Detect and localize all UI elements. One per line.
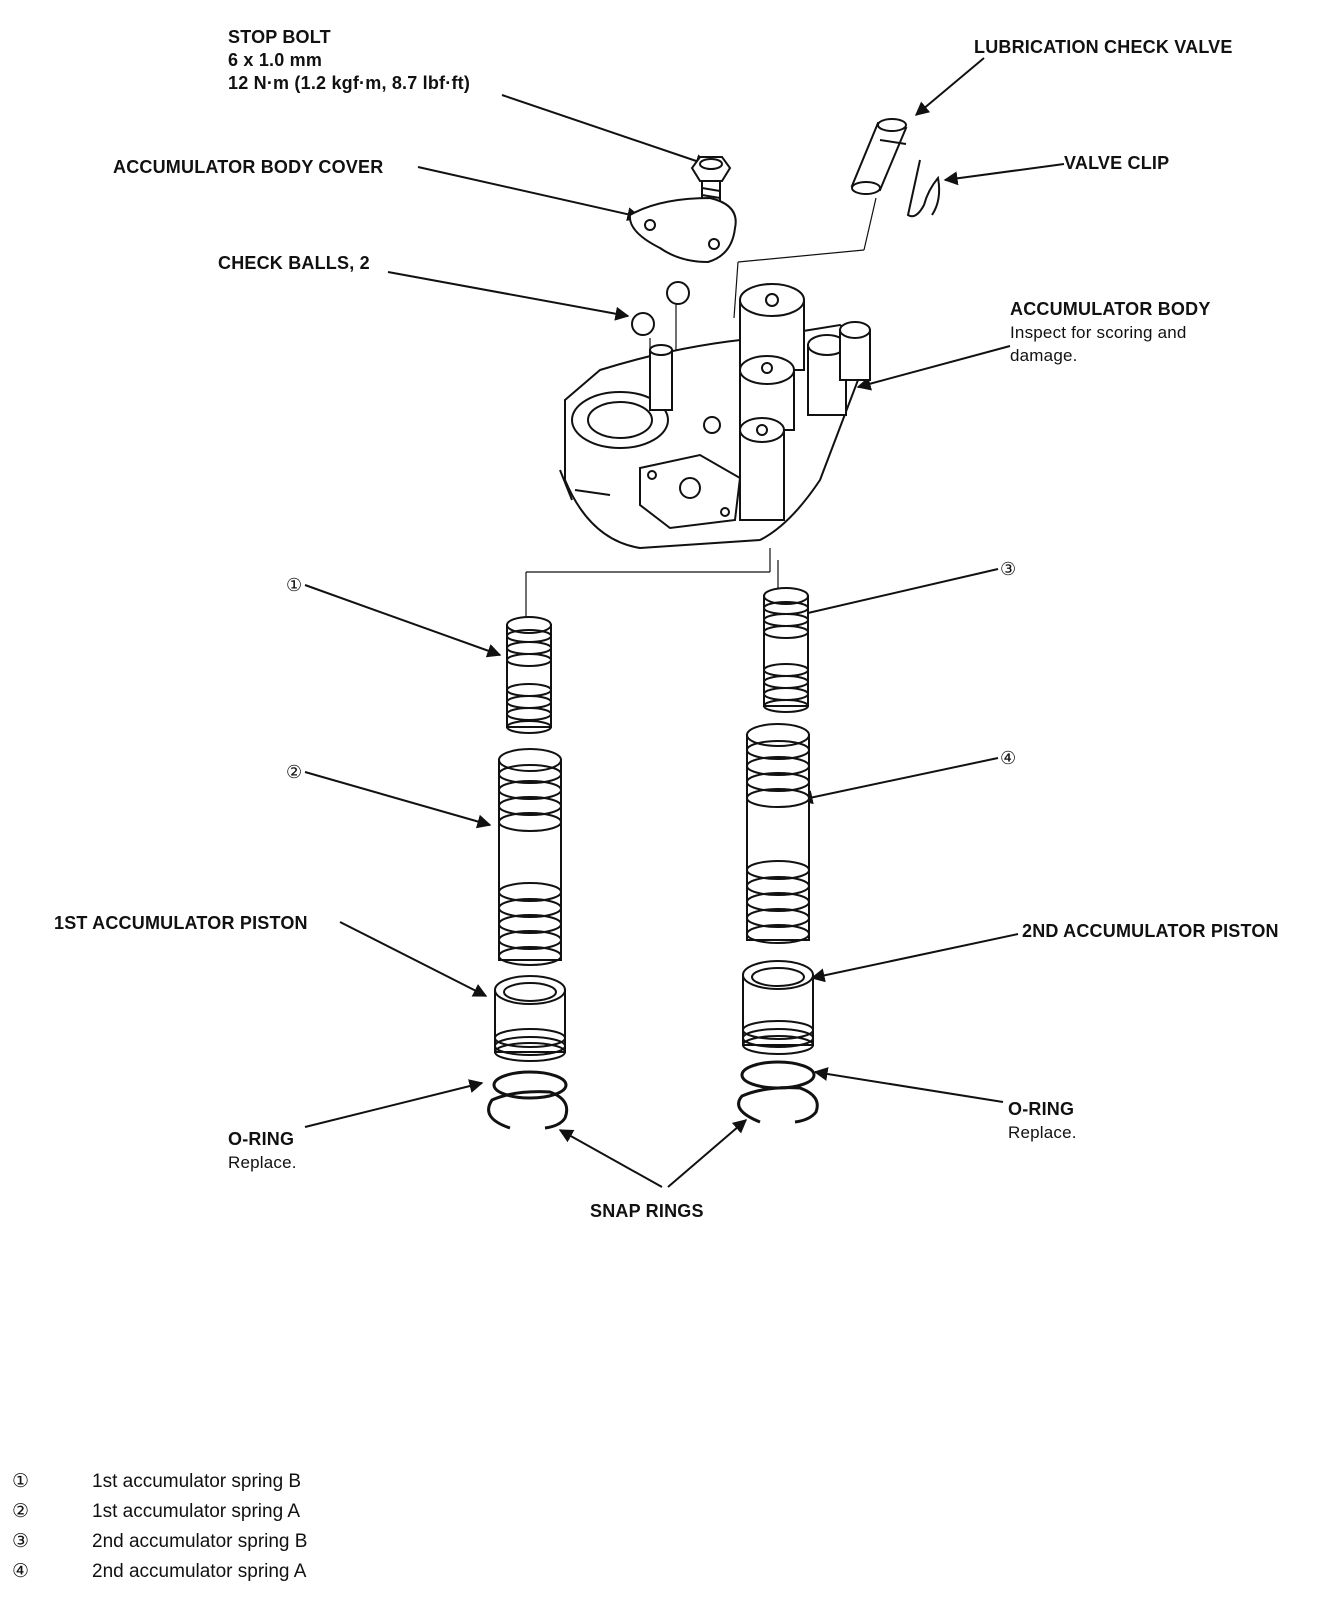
callout-2: ②: [286, 762, 303, 782]
legend-number: ③: [12, 1531, 30, 1552]
legend-item: ① 1st accumulator spring B: [12, 1467, 307, 1497]
second-accumulator-piston: [742, 960, 814, 1055]
snap-ring-right: [737, 1086, 819, 1124]
stop-bolt-label: STOP BOLT 6 x 1.0 mm 12 N·m (1.2 kgf·m, …: [228, 26, 470, 95]
legend-number: ①: [12, 1471, 30, 1492]
accumulator-body-cover: [628, 196, 737, 264]
accumulator-body: [559, 283, 871, 550]
legend-item: ④ 2nd accumulator spring A: [12, 1557, 307, 1587]
o-ring-left-label: O-RING Replace.: [228, 1128, 297, 1174]
o-ring-left-title: O-RING: [228, 1129, 295, 1149]
o-ring-left: [492, 1070, 568, 1100]
valve-clip-label: VALVE CLIP: [1064, 153, 1170, 173]
spring-1st-a: [498, 748, 562, 966]
o-ring-right-title: O-RING: [1008, 1099, 1075, 1119]
snap-rings-label: SNAP RINGS: [590, 1201, 704, 1221]
second-piston-label: 2ND ACCUMULATOR PISTON: [1022, 921, 1279, 941]
legend-text: 1st accumulator spring A: [92, 1501, 301, 1522]
lubrication-check-valve: [850, 118, 908, 195]
o-ring-right: [740, 1060, 816, 1090]
spring-1st-b: [506, 616, 552, 734]
legend-item: ③ 2nd accumulator spring B: [12, 1527, 307, 1557]
spring-2nd-a: [746, 723, 810, 944]
leader-lines: [304, 57, 1065, 1188]
o-ring-left-note: Replace.: [228, 1153, 297, 1172]
accumulator-body-note-2: damage.: [1010, 346, 1078, 365]
stop-bolt-size: 6 x 1.0 mm: [228, 50, 323, 70]
first-accumulator-piston: [494, 975, 566, 1062]
callout-3: ③: [1000, 559, 1017, 579]
callout-4: ④: [1000, 748, 1017, 768]
snap-ring-left: [487, 1090, 569, 1130]
o-ring-right-note: Replace.: [1008, 1123, 1077, 1142]
legend-text: 2nd accumulator spring B: [92, 1531, 308, 1552]
legend-number: ②: [12, 1501, 30, 1522]
check-balls-label: CHECK BALLS, 2: [218, 253, 370, 273]
callout-1: ①: [286, 575, 303, 595]
legend-number: ④: [12, 1561, 30, 1582]
legend-text: 1st accumulator spring B: [92, 1471, 302, 1492]
legend-item: ② 1st accumulator spring A: [12, 1497, 307, 1527]
first-piston-label: 1ST ACCUMULATOR PISTON: [54, 913, 308, 933]
valve-clip: [906, 159, 941, 218]
stop-bolt-title: STOP BOLT: [228, 27, 331, 47]
check-ball-1: [631, 312, 655, 336]
stop-bolt-torque: 12 N·m (1.2 kgf·m, 8.7 lbf·ft): [228, 73, 471, 93]
accumulator-body-note-1: Inspect for scoring and: [1010, 323, 1187, 342]
accumulator-body-cover-label: ACCUMULATOR BODY COVER: [113, 157, 384, 177]
accumulator-body-label: ACCUMULATOR BODY Inspect for scoring and…: [1010, 298, 1211, 367]
legend-text: 2nd accumulator spring A: [92, 1561, 307, 1582]
legend: ① 1st accumulator spring B ② 1st accumul…: [12, 1467, 307, 1587]
accumulator-body-title: ACCUMULATOR BODY: [1010, 299, 1211, 319]
stop-bolt: [690, 156, 732, 213]
spring-2nd-b: [763, 587, 809, 713]
o-ring-right-label: O-RING Replace.: [1008, 1098, 1077, 1144]
lubrication-check-valve-label: LUBRICATION CHECK VALVE: [974, 37, 1233, 57]
check-ball-2: [666, 281, 690, 305]
